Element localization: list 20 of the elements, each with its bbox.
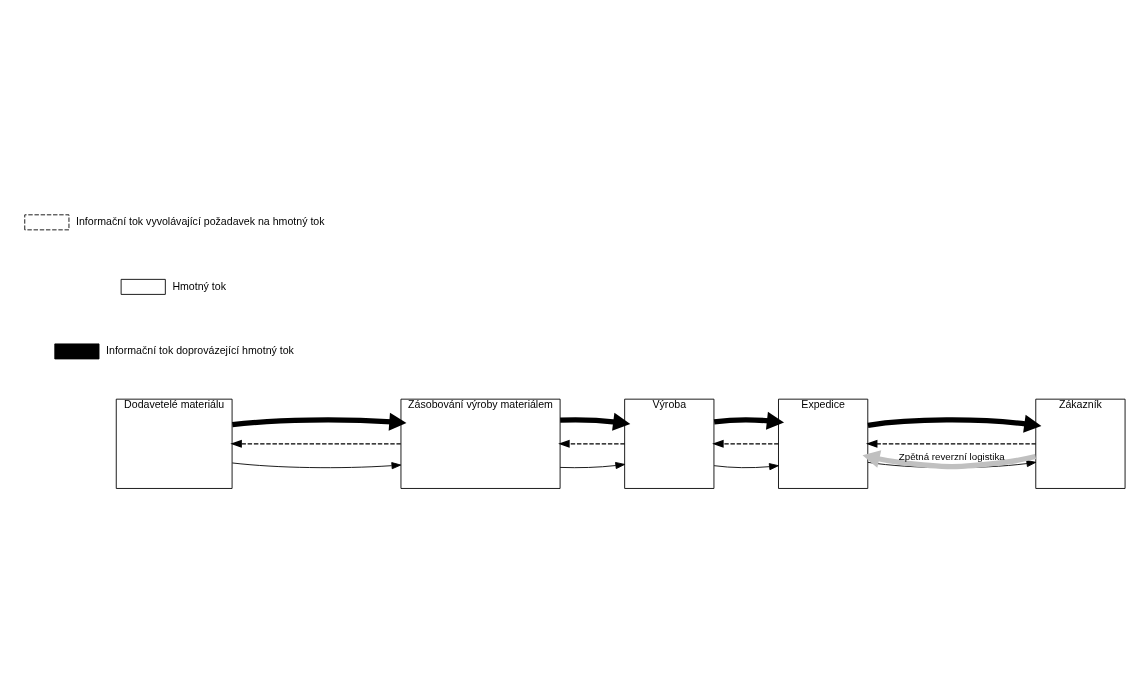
node-box: Zákazník bbox=[1035, 398, 1126, 489]
arrow bbox=[865, 439, 1037, 448]
arrow bbox=[867, 414, 1042, 433]
arrow bbox=[230, 439, 402, 448]
node-box: Dodavetelé materiálu bbox=[115, 398, 233, 489]
edge-label: Zpětná reverzní logistika bbox=[898, 450, 1005, 462]
arrow bbox=[713, 462, 779, 470]
legend-label: Informační tok vyvolávající požadavek na hmotný tok bbox=[76, 214, 325, 227]
legend-label: Informační tok doprovázející hmotný tok bbox=[106, 343, 294, 356]
arrow bbox=[559, 461, 626, 469]
arrow bbox=[232, 412, 407, 431]
arrow bbox=[560, 412, 631, 431]
node-box: Zásobování výroby materiálem bbox=[400, 398, 561, 489]
arrow bbox=[712, 439, 780, 448]
arrow bbox=[713, 411, 785, 430]
arrow bbox=[558, 439, 626, 448]
node-box: Výroba bbox=[624, 398, 715, 489]
arrow bbox=[231, 461, 402, 469]
legend-label: Hmotný tok bbox=[172, 279, 226, 292]
node-box: Expedice bbox=[778, 398, 869, 489]
